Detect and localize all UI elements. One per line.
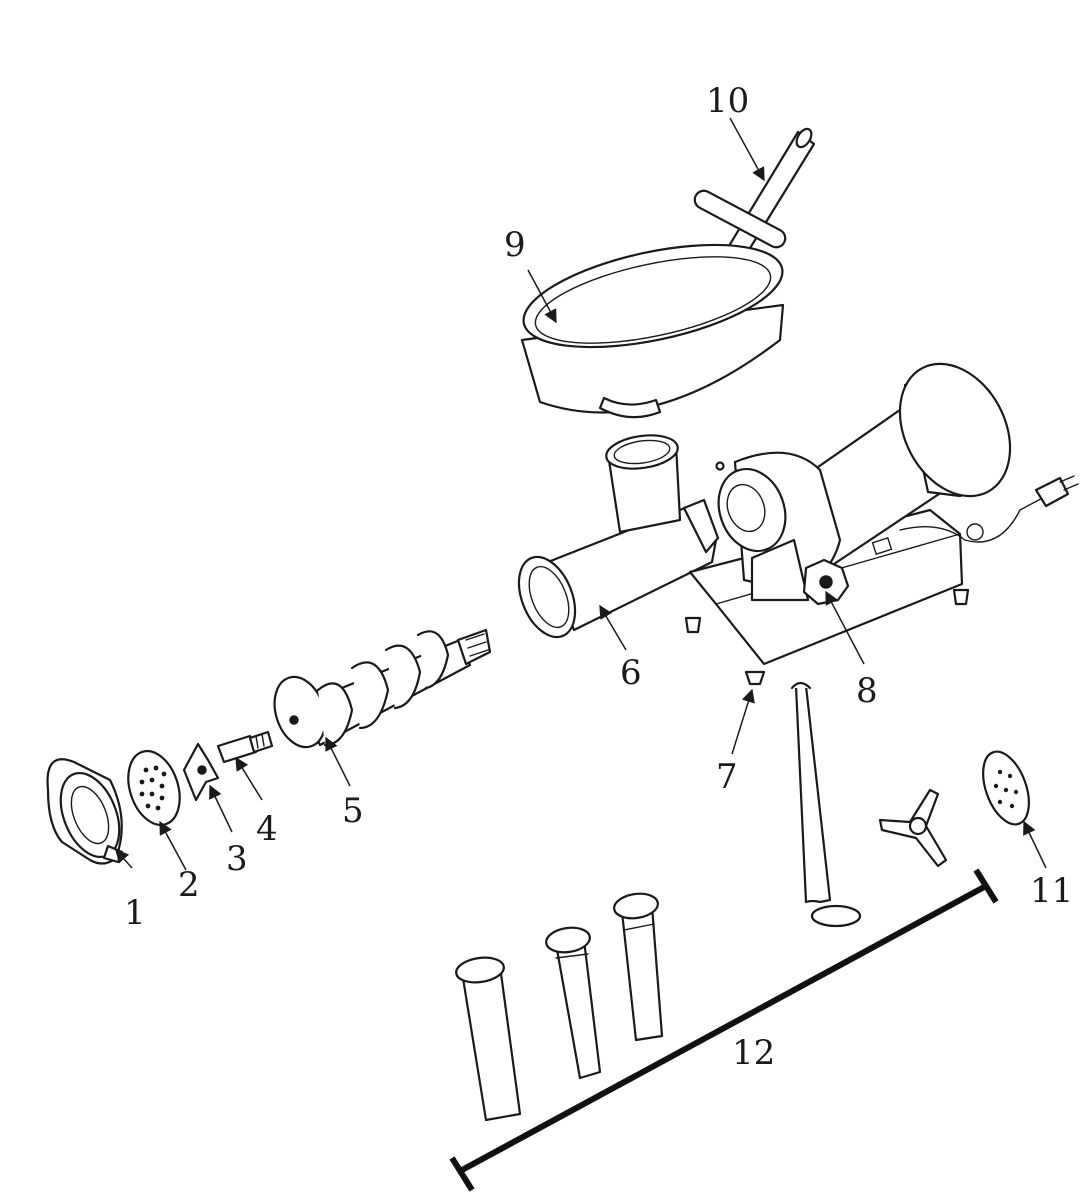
motor-unit (684, 362, 1079, 666)
kit-bracket (449, 868, 999, 1192)
leader-2 (159, 820, 187, 871)
part-7-screw (744, 670, 766, 686)
part-9-tray (520, 243, 785, 419)
part-1-ring (46, 758, 124, 865)
leader-3 (209, 784, 233, 833)
star-spacer (878, 788, 948, 868)
leader-4 (235, 756, 263, 801)
part-5-auger (273, 628, 492, 749)
leader-9 (527, 269, 557, 324)
callout-labels: 1 2 3 4 5 6 7 8 9 10 11 12 (124, 81, 1073, 1073)
leader-8 (825, 590, 865, 665)
callout-2: 2 (178, 865, 200, 905)
callout-3: 3 (226, 839, 248, 879)
callout-4: 4 (256, 809, 278, 849)
part-6-grinder-head (517, 434, 720, 639)
part-3-blade (182, 742, 220, 802)
callout-12: 12 (732, 1033, 775, 1073)
part-11-plate (982, 750, 1030, 826)
leader-7 (731, 688, 755, 755)
callout-6: 6 (620, 653, 642, 693)
callout-1: 1 (124, 893, 146, 933)
callout-9: 9 (504, 225, 526, 265)
callout-7: 7 (716, 757, 738, 797)
stuffing-tubes (455, 681, 862, 1122)
leader-5 (325, 736, 351, 787)
leader-6 (599, 604, 627, 651)
part-4-pin (216, 730, 274, 764)
leader-10 (729, 117, 765, 182)
callout-11: 11 (1030, 871, 1073, 911)
leader-1 (115, 848, 133, 869)
callout-8: 8 (856, 671, 878, 711)
part-2-plate (127, 750, 181, 826)
callout-10: 10 (706, 81, 749, 121)
leader-lines (115, 117, 1047, 871)
callout-5: 5 (342, 791, 364, 831)
leader-11 (1023, 820, 1047, 869)
